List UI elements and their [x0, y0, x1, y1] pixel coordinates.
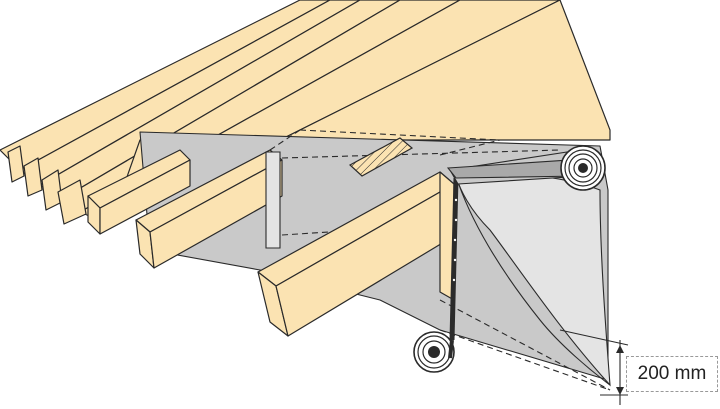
- membrane-strip: [265, 151, 281, 249]
- roof-board-end: [7, 145, 25, 183]
- roof-surface: [109, 0, 611, 226]
- dimension-200mm: [559, 329, 629, 405]
- membrane-roll-icon: [560, 145, 606, 191]
- tape-lead: [448, 339, 454, 359]
- membrane-flap-fold: [455, 175, 611, 386]
- tape-dots: [452, 198, 458, 282]
- hatched-batten: [348, 137, 414, 177]
- roof-board-end: [23, 157, 43, 197]
- tape-roll-icon: [413, 331, 455, 373]
- dimension-label: 200 mm: [626, 356, 718, 392]
- rafter-middle: [135, 149, 283, 269]
- rafter-front: [257, 171, 455, 337]
- rafter-left: [87, 149, 191, 235]
- tape-strip: [449, 177, 459, 341]
- roof-board-end: [57, 179, 87, 225]
